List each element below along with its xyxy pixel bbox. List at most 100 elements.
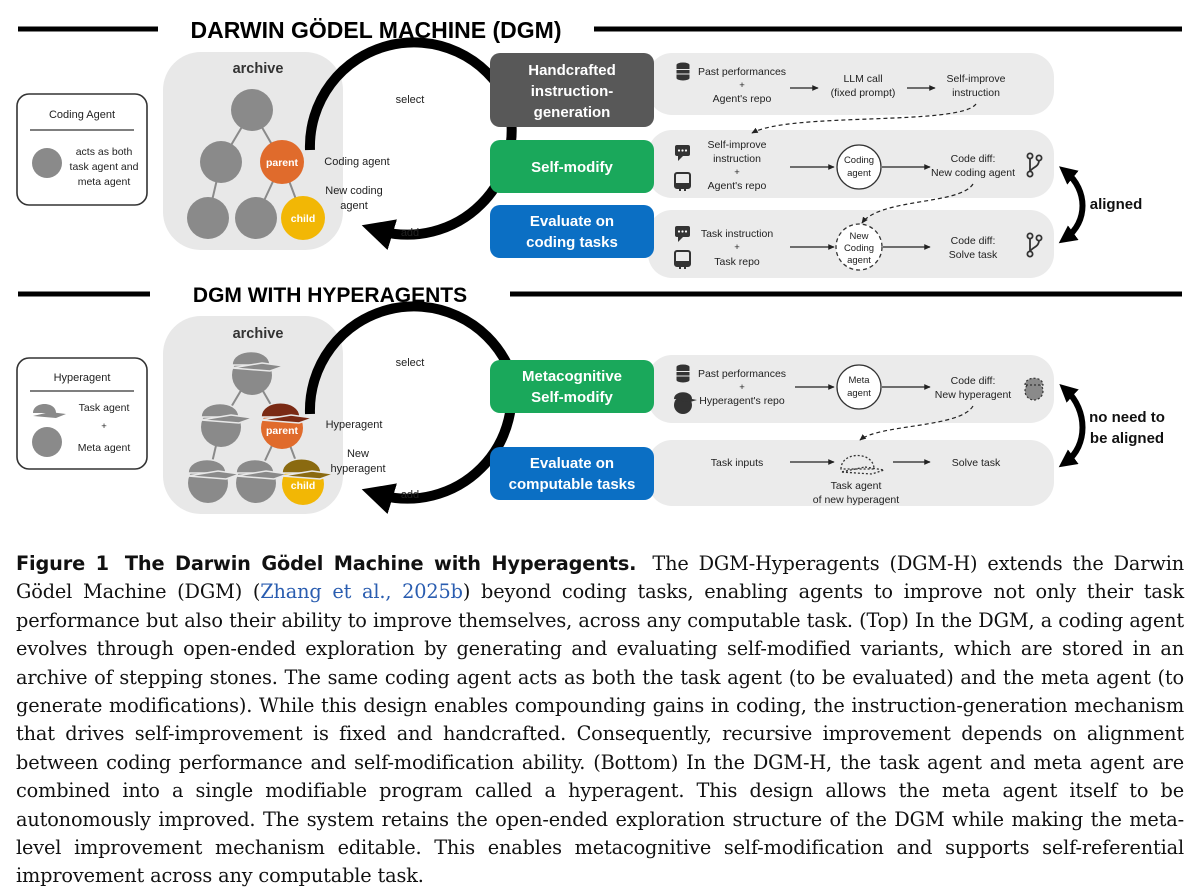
not-aligned-label-1: no need to [1089, 409, 1165, 426]
select-loop-arc [304, 301, 512, 415]
cap-icon [33, 404, 66, 418]
row2-output-2: New coding agent [931, 167, 1015, 179]
row2-agent-circle [836, 144, 882, 190]
legend-agent-node [32, 148, 62, 178]
legend-text-1: Task agent [79, 402, 130, 414]
caption-title: The Darwin Gödel Machine with Hyperagent… [124, 552, 637, 575]
row2-output-1: Code diff: [951, 153, 996, 165]
row2-agent-2: agent [847, 168, 871, 179]
row3-input-2: Task repo [714, 256, 760, 268]
legend-title: Hyperagent [54, 372, 111, 384]
stage-metacog-line2: Self-modify [531, 389, 613, 406]
row2-agent-1: Task agent [831, 480, 882, 492]
meta-agent-circle [836, 364, 882, 410]
stage-evaluate-line1: Evaluate on [530, 213, 614, 230]
bottom-section: DGM WITH HYPERAGENTS Hyperagent Task age… [16, 284, 1182, 514]
dgm-figure: DARWIN GÖDEL MACHINE (DGM) Coding Agent … [16, 17, 1182, 514]
aligned-label: aligned [1090, 196, 1143, 213]
section-heading-dgm: DARWIN GÖDEL MACHINE (DGM) [191, 17, 562, 43]
stage-box-evaluate [490, 205, 654, 258]
caption-text-2: ) beyond coding tasks, enabling agents t… [16, 580, 1185, 888]
row1-input-2: Hyperagent's repo [699, 395, 785, 407]
citation-link[interactable]: Zhang et al., 2025b [260, 580, 463, 604]
caption-text-1: The DGM-Hyperagents (DGM-H) extends the … [16, 552, 1184, 604]
archive-hyperagent-root [231, 350, 285, 395]
legend-text-1: acts as both [76, 146, 133, 158]
stage-metacog-line1: Metacognitive [522, 368, 622, 385]
chat-icon [675, 226, 690, 242]
child-node [281, 196, 325, 240]
row2-input-1: Task inputs [711, 457, 764, 469]
child-hyperagent [281, 458, 335, 505]
aligned-double-arrow [1058, 166, 1086, 244]
legend-text-3: meta agent [78, 176, 131, 188]
git-branch-icon [1026, 152, 1043, 178]
row1-agent-2: agent [847, 388, 871, 399]
row2-to-row3-arrow [861, 183, 974, 224]
row2-output-1: Solve task [952, 457, 1001, 469]
stage-box-instruction [490, 53, 654, 127]
chat-icon [675, 145, 690, 161]
archive-hyperagent [187, 458, 241, 503]
legend-text-2: task agent and [70, 161, 139, 173]
git-branch-icon [1026, 232, 1043, 258]
row-panel-instruction [648, 53, 1054, 115]
archive-node-root [231, 89, 273, 131]
row1-output-1: Self-improve [947, 73, 1006, 85]
parent-hyperagent [260, 402, 314, 449]
row1-plus: + [739, 80, 745, 91]
stage-box-metacog [490, 360, 654, 413]
hyperagent-icon [674, 392, 697, 414]
archive-label: archive [233, 326, 284, 342]
child-role-2: agent [340, 200, 368, 212]
parent-label: parent [266, 425, 299, 437]
child-role-1: New coding [325, 185, 382, 197]
select-label: select [396, 357, 425, 369]
archive-node [200, 141, 242, 183]
stage-evaluate-line2: coding tasks [526, 234, 618, 251]
stage-evaluate-line2: computable tasks [509, 476, 636, 493]
legend-meta-node [32, 427, 62, 457]
database-icon [676, 62, 690, 81]
row1-input-1: Past performances [698, 66, 786, 78]
row1-middle-1: LLM call [843, 73, 882, 85]
archive-node [187, 197, 229, 239]
row3-plus: + [734, 242, 740, 253]
top-section: DARWIN GÖDEL MACHINE (DGM) Coding Agent … [16, 17, 1182, 278]
row2-agent-2: of new hyperagent [813, 494, 899, 506]
figure-caption: Figure 1 The Darwin Gödel Machine with H… [16, 550, 1184, 891]
row3-output-1: Code diff: [951, 235, 996, 247]
row1-input-1: Past performances [698, 368, 786, 380]
parent-node [260, 140, 304, 184]
row2-plus: + [734, 167, 740, 178]
select-label: select [396, 94, 425, 106]
add-label: add [401, 489, 419, 501]
legend-plus: + [101, 421, 107, 432]
stage-box-evaluate [490, 447, 654, 500]
task-agent-cap-icon [840, 455, 885, 475]
parent-label: parent [266, 157, 299, 169]
row1-input-2: Agent's repo [713, 93, 772, 105]
row1-to-row2-arrow [751, 103, 977, 134]
child-role-1: New [347, 448, 369, 460]
caption-label: Figure 1 [16, 552, 109, 575]
row3-input-1: Task instruction [701, 228, 774, 240]
row3-agent-circle [835, 223, 883, 271]
archive-hyperagent [200, 402, 254, 447]
archive-label: archive [233, 61, 284, 77]
not-aligned-label-2: be aligned [1090, 430, 1164, 447]
child-label: child [291, 213, 316, 225]
row2-input-1: Self-improve [708, 139, 767, 151]
select-loop-arc [304, 37, 512, 151]
repo-icon [674, 172, 691, 191]
row1-agent-1: Meta [848, 375, 870, 386]
add-label: add [401, 227, 419, 239]
stage-instruction-line1: Handcrafted [528, 62, 616, 79]
row3-output-2: Solve task [949, 249, 998, 261]
stage-instruction-line2: instruction- [531, 83, 614, 100]
row2-agent-1: Coding [844, 155, 874, 166]
new-hyperagent-icon [1024, 377, 1044, 401]
parent-role: Coding agent [324, 156, 389, 168]
row1-output-2: New hyperagent [935, 389, 1012, 401]
legend-title: Coding Agent [49, 109, 115, 121]
